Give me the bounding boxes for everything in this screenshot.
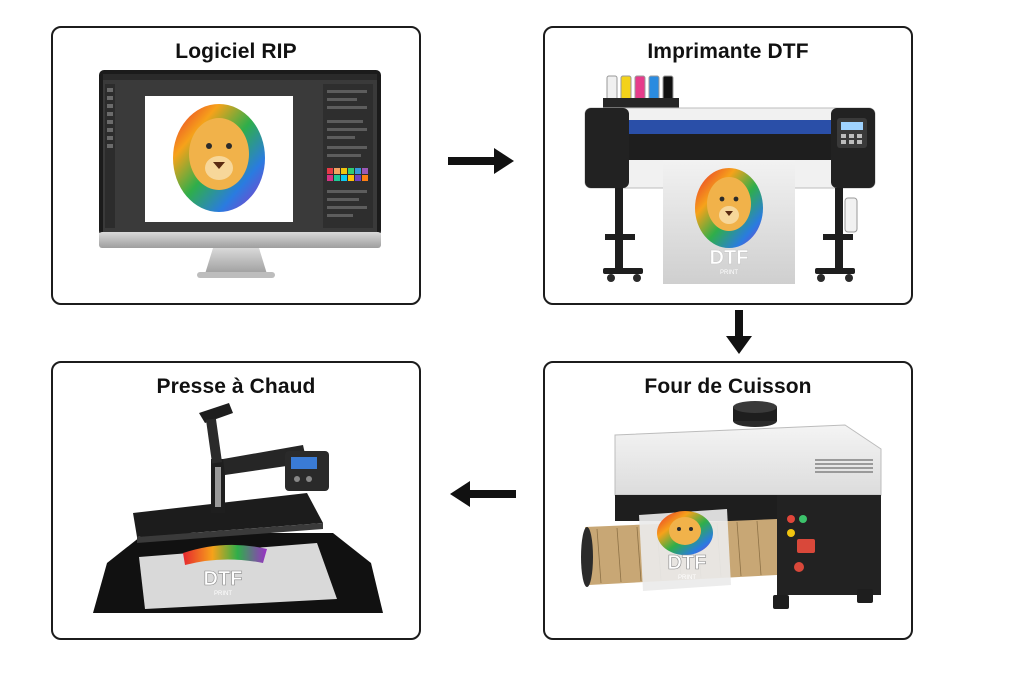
step-title-printer: Imprimante DTF (647, 40, 809, 63)
press-sheet-brand: DTF (204, 568, 243, 590)
oven-sheet-sub: PRINT (678, 575, 696, 581)
step-title-oven: Four de Cuisson (644, 375, 812, 398)
curing-oven-icon: DTF PRINT (581, 401, 882, 609)
arrow-down-icon (726, 310, 752, 354)
step-title-press: Presse à Chaud (156, 375, 316, 398)
step-card-press: Presse à Chaud DTF PRINT (51, 361, 421, 640)
arrow-left-icon (450, 481, 516, 507)
step-title-rip: Logiciel RIP (175, 40, 297, 63)
step-card-printer: Imprimante DTF (543, 26, 913, 305)
printer-sheet-sub: PRINT (720, 270, 738, 276)
printer-sheet-brand: DTF (710, 247, 749, 269)
press-sheet-sub: PRINT (214, 591, 232, 597)
printer-icon: DTF PRINT (584, 75, 876, 284)
monitor-icon (99, 70, 381, 278)
oven-sheet-brand: DTF (668, 552, 707, 574)
step-card-rip: Logiciel RIP (51, 26, 421, 305)
step-card-oven: Four de Cuisson (543, 361, 913, 640)
heat-press-icon: DTF PRINT (93, 403, 383, 613)
arrow-right-icon (448, 148, 514, 174)
